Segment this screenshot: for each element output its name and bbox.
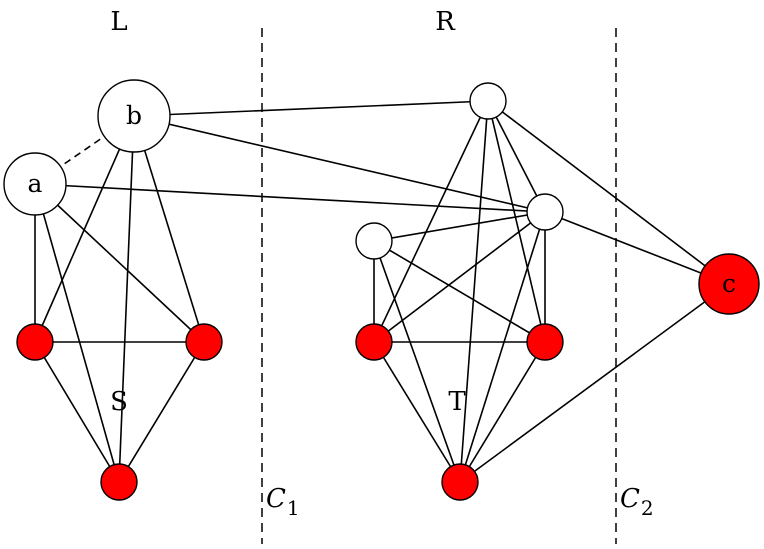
nodes-layer: b a c: [3, 79, 760, 501]
node-t1: [355, 323, 393, 361]
edge-r2-c: [544, 211, 730, 285]
edge-r3-t2: [373, 240, 546, 343]
node-t3: [441, 463, 479, 501]
node-c-circle: [698, 253, 760, 315]
node-b: b: [97, 79, 171, 153]
edge-s1-s3: [34, 341, 120, 483]
node-s1-circle: [16, 323, 54, 361]
edge-s2-s3: [118, 341, 205, 483]
edge-b-s1: [34, 115, 135, 343]
edge-t2-t3: [459, 341, 546, 483]
edge-r1-r2: [487, 100, 546, 213]
node-r2: [526, 193, 564, 231]
edges-layer: [34, 100, 730, 483]
edge-r2-t1: [373, 211, 546, 343]
node-t3-circle: [441, 463, 479, 501]
cut-label-c2-sub: 2: [641, 496, 654, 520]
node-r3: [355, 222, 393, 260]
node-r1: [469, 82, 507, 120]
edge-c-t3: [459, 283, 730, 483]
edge-a-s3: [34, 183, 120, 483]
cut-label-c2: C2: [620, 484, 654, 520]
edge-a-r2: [34, 183, 546, 213]
edge-r2-r3: [373, 211, 546, 242]
node-c-label: c: [722, 269, 736, 298]
set-label-t: T: [448, 387, 466, 417]
node-s2-circle: [185, 323, 223, 361]
node-t2-circle: [526, 323, 564, 361]
region-label-r: R: [435, 7, 456, 37]
edge-r3-t3: [373, 240, 461, 483]
region-label-l: L: [110, 7, 127, 37]
edge-r1-t3: [459, 100, 489, 483]
edge-a-s2: [34, 183, 205, 343]
node-c: c: [698, 253, 760, 315]
edge-t1-t3: [373, 341, 461, 483]
node-a-circle: [3, 152, 67, 216]
cut-label-c2-main: C: [620, 484, 640, 514]
node-b-circle: [97, 79, 171, 153]
node-t2: [526, 323, 564, 361]
node-b-label: b: [126, 101, 142, 130]
node-r3-circle: [355, 222, 393, 260]
node-a-label: a: [28, 169, 43, 198]
node-s1: [16, 323, 54, 361]
edge-b-s2: [133, 115, 205, 343]
edge-b-s3: [118, 115, 135, 483]
cut-label-c1-sub: 1: [287, 496, 300, 520]
node-r1-circle: [469, 82, 507, 120]
edge-r1-t1: [373, 100, 489, 343]
node-r2-circle: [526, 193, 564, 231]
node-s3-circle: [100, 463, 138, 501]
edge-r1-t2: [487, 100, 546, 343]
edge-r2-t3: [459, 211, 546, 483]
edge-b-r1: [133, 100, 489, 117]
cut-label-c1: C1: [266, 484, 300, 520]
set-label-s: S: [110, 387, 128, 417]
cut-label-c1-main: C: [266, 484, 286, 514]
node-s2: [185, 323, 223, 361]
node-a: a: [3, 152, 67, 216]
node-s3: [100, 463, 138, 501]
node-t1-circle: [355, 323, 393, 361]
edge-b-r2: [133, 115, 546, 213]
edge-r1-c: [487, 100, 730, 285]
